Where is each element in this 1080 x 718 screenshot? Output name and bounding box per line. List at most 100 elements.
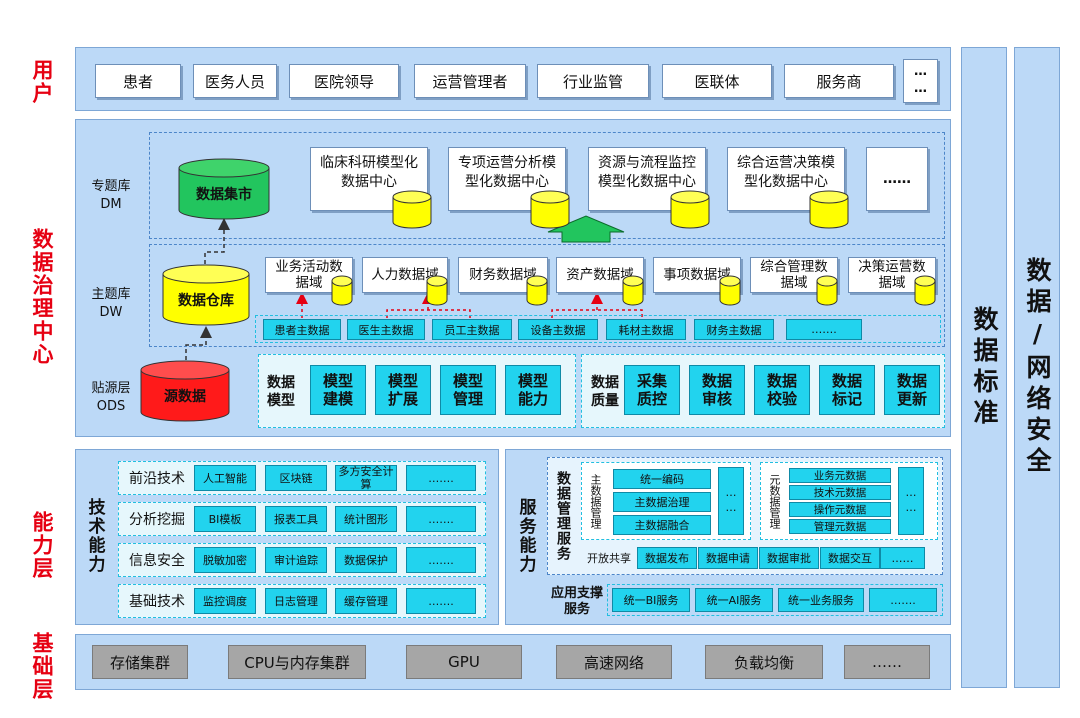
app-item-3: 统一业务服务 xyxy=(778,588,864,612)
base-item-5: 负载均衡 xyxy=(705,645,823,679)
source-label: 源数据 xyxy=(164,389,206,405)
dw-cylinder-3 xyxy=(526,275,548,306)
base-item-1: 存储集群 xyxy=(92,645,188,679)
user-5: 行业监管 xyxy=(537,64,649,98)
quality-item-3: 数据校验 xyxy=(754,365,810,415)
share-item-1: 数据发布 xyxy=(637,547,697,569)
user-2: 医务人员 xyxy=(193,64,277,98)
dw-cylinder-6 xyxy=(816,275,838,306)
quality-item-5: 数据更新 xyxy=(884,365,940,415)
user-6: 医联体 xyxy=(662,64,772,98)
app-item-4: ……. xyxy=(869,588,937,612)
share-label: 开放共享 xyxy=(587,552,631,565)
data-standard-label: 数据标准 xyxy=(970,305,999,430)
tech-item-3-1: 脱敏加密 xyxy=(194,547,256,573)
tech-item-4-4: ……. xyxy=(406,588,476,614)
dm-box-3: 资源与流程监控模型化数据中心 xyxy=(588,147,706,211)
meta-mgmt-label: 元数据管理 xyxy=(768,473,781,529)
base-item-4: 高速网络 xyxy=(556,645,672,679)
app-support-row xyxy=(607,584,943,616)
tech-item-2-2: 报表工具 xyxy=(265,506,327,532)
tech-item-4-1: 监控调度 xyxy=(194,588,256,614)
share-item-4: 数据交互 xyxy=(820,547,880,569)
dm-cylinder-3 xyxy=(670,190,710,229)
warehouse-label: 数据仓库 xyxy=(178,293,234,309)
layer-label-user: 用户 xyxy=(30,59,54,105)
master-data-7: ……. xyxy=(786,319,862,340)
tech-item-4-3: 缓存管理 xyxy=(335,588,397,614)
quality-item-2: 数据审核 xyxy=(689,365,745,415)
model-item-4: 模型能力 xyxy=(505,365,561,415)
dm-service-label: 数据管理服务 xyxy=(555,471,571,561)
dw-cylinder-4 xyxy=(622,275,644,306)
tech-row-name-4: 基础技术 xyxy=(129,594,185,610)
dw-cylinder-2 xyxy=(426,275,448,306)
quality-item-1: 采集质控 xyxy=(624,365,680,415)
master-data-5: 耗材主数据 xyxy=(606,319,686,340)
layer-label-base: 基础层 xyxy=(30,631,54,701)
model-item-1: 模型建模 xyxy=(310,365,366,415)
warehouse-cylinder: 数据仓库 xyxy=(162,264,250,326)
dm-region xyxy=(149,132,945,239)
model-item-3: 模型管理 xyxy=(440,365,496,415)
meta-mgmt-item-2: 技术元数据 xyxy=(789,485,891,500)
app-item-2: 统一AI服务 xyxy=(695,588,773,612)
user-more: …… xyxy=(913,64,928,98)
security-label: 数据/网络安全 xyxy=(1023,257,1052,478)
dm-more: …… xyxy=(866,147,928,211)
master-data-3: 员工主数据 xyxy=(432,319,512,340)
master-mgmt-item-1: 统一编码 xyxy=(613,469,711,489)
meta-mgmt-item-1: 业务元数据 xyxy=(789,468,891,483)
tech-item-2-3: 统计图形 xyxy=(335,506,397,532)
master-mgmt-item-3: 主数据融合 xyxy=(613,515,711,535)
tech-item-2-1: BI模板 xyxy=(194,506,256,532)
dw-domain-6: 综合管理数据域 xyxy=(750,257,838,293)
meta-more: …… xyxy=(898,467,924,535)
tech-item-1-2: 区块链 xyxy=(265,465,327,491)
master-data-1: 患者主数据 xyxy=(263,319,341,340)
dm-cylinder-4 xyxy=(809,190,849,229)
data-model-label: 数据模型 xyxy=(267,375,295,409)
data-quality-label: 数据质量 xyxy=(591,375,619,409)
tech-item-3-3: 数据保护 xyxy=(335,547,397,573)
tech-item-3-4: ……. xyxy=(406,547,476,573)
user-4: 运营管理者 xyxy=(414,64,526,98)
app-item-1: 统一BI服务 xyxy=(612,588,690,612)
tech-item-1-4: ……. xyxy=(406,465,476,491)
master-more: …… xyxy=(718,467,744,535)
tech-row-name-2: 分析挖掘 xyxy=(129,512,185,528)
tech-row-name-3: 信息安全 xyxy=(129,553,185,569)
user-3: 医院领导 xyxy=(289,64,399,98)
layer-label-capability: 能力层 xyxy=(30,510,54,580)
tier-dw: 主题库 DW xyxy=(91,287,131,320)
user-7: 服务商 xyxy=(784,64,894,98)
master-mgmt-label: 主数据管理 xyxy=(589,473,602,529)
dw-cylinder-1 xyxy=(331,275,353,306)
user-more-box: …… xyxy=(903,59,938,103)
security-bar: 数据/网络安全 xyxy=(1014,47,1060,688)
dm-cylinder-1 xyxy=(392,190,432,229)
base-item-6: …… xyxy=(844,645,930,679)
app-support-label: 应用支撑服务 xyxy=(550,586,603,617)
share-item-2: 数据申请 xyxy=(698,547,758,569)
tier-ods: 贴源层 ODS xyxy=(91,381,131,414)
dw-domain-1: 业务活动数据域 xyxy=(265,257,353,293)
tech-row-name-1: 前沿技术 xyxy=(129,471,185,487)
master-data-row xyxy=(255,315,941,343)
mart-label: 数据集市 xyxy=(196,187,252,203)
master-data-2: 医生主数据 xyxy=(347,319,425,340)
tier-dm: 专题库 DM xyxy=(91,179,131,212)
share-item-5: …… xyxy=(880,547,925,569)
master-mgmt-item-2: 主数据治理 xyxy=(613,492,711,512)
quality-item-4: 数据标记 xyxy=(819,365,875,415)
meta-mgmt-item-4: 管理元数据 xyxy=(789,519,891,534)
data-standard-bar: 数据标准 xyxy=(961,47,1007,688)
user-1: 患者 xyxy=(95,64,181,98)
service-label: 服务能力 xyxy=(515,498,536,574)
master-data-6: 财务主数据 xyxy=(694,319,774,340)
tech-item-4-2: 日志管理 xyxy=(265,588,327,614)
tech-item-1-1: 人工智能 xyxy=(194,465,256,491)
dw-region xyxy=(149,244,945,347)
source-cylinder: 源数据 xyxy=(140,360,230,422)
